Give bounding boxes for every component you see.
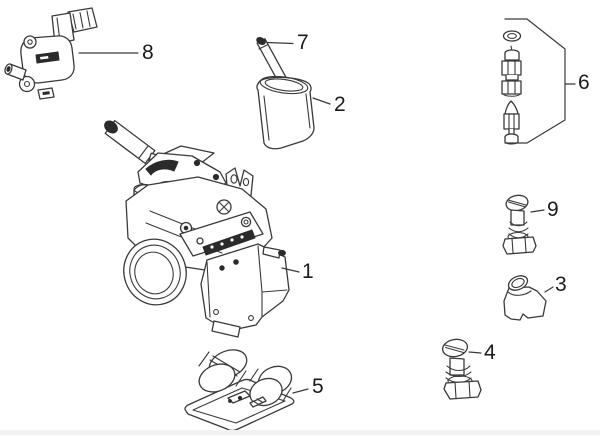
callout-label-3: 3	[555, 273, 567, 296]
bottom-divider	[0, 430, 600, 435]
part-1-carburetor-drawing	[104, 119, 290, 338]
part-8-valve-drawing	[4, 7, 98, 100]
callout-label-1: 1	[302, 260, 314, 283]
callout-label-5: 5	[312, 375, 324, 398]
part-2-boot-drawing	[256, 75, 315, 150]
callout-label-6: 6	[578, 71, 590, 94]
part-3-rubber-cap-drawing	[503, 275, 547, 321]
part-4-screw-drawing	[441, 338, 482, 400]
part-5-float-drawing	[184, 349, 295, 432]
callout-label-4: 4	[484, 341, 496, 364]
callout-label-2: 2	[334, 93, 346, 116]
callout-label-9: 9	[547, 198, 559, 221]
callout-label-8: 8	[142, 41, 154, 64]
callout-label-7: 7	[297, 31, 309, 54]
part-6-jet-kit-drawing	[501, 30, 522, 145]
callout-leader-lines	[78, 18, 576, 394]
part-9-screw-drawing	[502, 194, 537, 255]
